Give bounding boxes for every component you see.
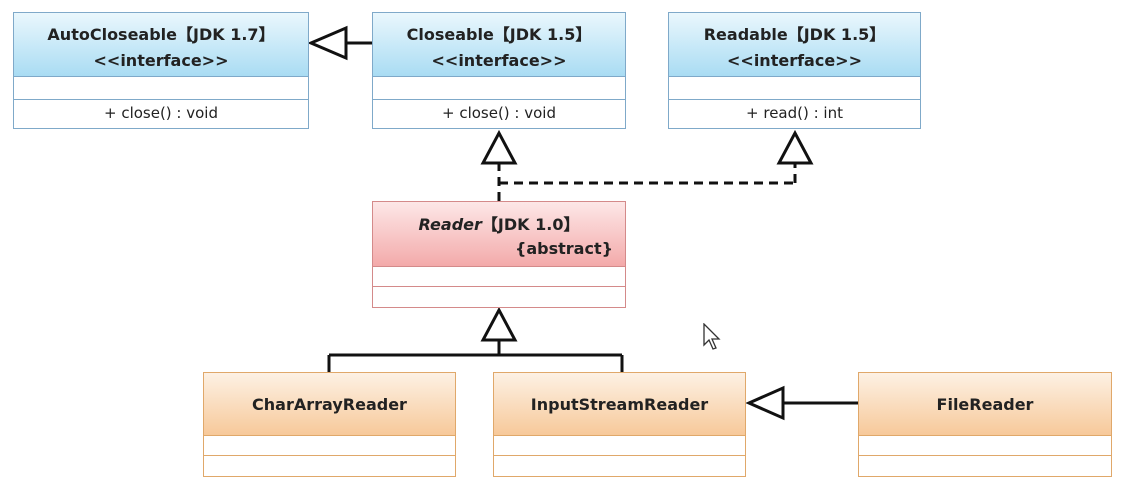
autocloseable-attributes (14, 77, 308, 100)
reader-implements-readable-arrow (499, 129, 814, 185)
chararrayreader-methods (204, 456, 455, 476)
inputstreamreader-class-box: InputStreamReader (493, 372, 746, 477)
inputstreamreader-name: InputStreamReader (530, 395, 709, 414)
autocloseable-stereotype: <<interface>> (93, 51, 229, 70)
filereader-methods (859, 456, 1111, 476)
inputstreamreader-methods (494, 456, 745, 476)
reader-modifier: {abstract} (514, 239, 613, 258)
closeable-method: + close() : void (441, 104, 556, 122)
closeable-header: Closeable【JDK 1.5】 <<interface>> (373, 13, 625, 77)
readable-method: + read() : int (746, 104, 843, 122)
readable-attributes (669, 77, 920, 100)
closeable-extends-autocloseable-arrow (307, 25, 372, 61)
chararrayreader-header: CharArrayReader (204, 373, 455, 436)
readable-stereotype: <<interface>> (727, 51, 862, 70)
readable-name: Readable【JDK 1.5】 (703, 25, 886, 44)
autocloseable-method: + close() : void (103, 104, 218, 122)
reader-name-line: Reader【JDK 1.0】 (373, 211, 625, 235)
closeable-stereotype: <<interface>> (431, 51, 567, 70)
reader-header: Reader【JDK 1.0】 {abstract} (373, 202, 625, 267)
filereader-name: FileReader (936, 395, 1034, 414)
filereader-attributes (859, 436, 1111, 456)
filereader-class-box: FileReader (858, 372, 1112, 477)
subclasses-extend-reader-arrow (327, 306, 624, 372)
closeable-attributes (373, 77, 625, 100)
reader-name: Reader (418, 215, 482, 234)
autocloseable-interface-box: AutoCloseable【JDK 1.7】 <<interface>> + c… (13, 12, 309, 129)
closeable-interface-box: Closeable【JDK 1.5】 <<interface>> + close… (372, 12, 626, 129)
filereader-extends-inputstreamreader-arrow (745, 385, 858, 421)
autocloseable-name: AutoCloseable【JDK 1.7】 (47, 25, 275, 44)
closeable-name: Closeable【JDK 1.5】 (406, 25, 592, 44)
reader-methods (373, 287, 625, 307)
chararrayreader-name: CharArrayReader (252, 395, 407, 414)
autocloseable-header: AutoCloseable【JDK 1.7】 <<interface>> (14, 13, 308, 77)
filereader-header: FileReader (859, 373, 1111, 436)
inputstreamreader-header: InputStreamReader (494, 373, 745, 436)
inputstreamreader-attributes (494, 436, 745, 456)
readable-header: Readable【JDK 1.5】 <<interface>> (669, 13, 920, 77)
chararrayreader-class-box: CharArrayReader (203, 372, 456, 477)
readable-interface-box: Readable【JDK 1.5】 <<interface>> + read()… (668, 12, 921, 129)
reader-version: 【JDK 1.0】 (481, 215, 580, 234)
mouse-pointer-icon (703, 323, 721, 350)
reader-implements-closeable-arrow (480, 129, 518, 201)
reader-abstract-class-box: Reader【JDK 1.0】 {abstract} (372, 201, 626, 308)
chararrayreader-attributes (204, 436, 455, 456)
reader-attributes (373, 267, 625, 287)
